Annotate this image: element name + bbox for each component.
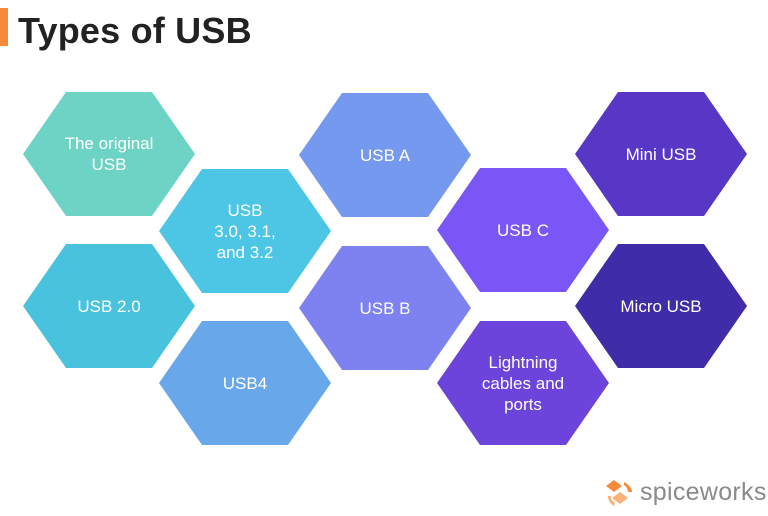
hexagon-label: USB A [359, 145, 411, 165]
hexagon-label: USB B [359, 298, 411, 318]
spiceworks-logo-icon [606, 480, 632, 506]
spiceworks-logo-text: spiceworks [640, 477, 767, 506]
hexagon-usb-2-0: USB 2.0 [23, 244, 195, 368]
hexagon-mini-usb: Mini USB [575, 92, 747, 216]
spiceworks-logo: spiceworks [602, 474, 767, 510]
hexagon-label: USB 3.0, 3.1, and 3.2 [214, 200, 276, 262]
page-title: Types of USB [18, 10, 252, 51]
hexagon-usb-3: USB 3.0, 3.1, and 3.2 [159, 169, 331, 293]
hexagon-usb4: USB4 [159, 321, 331, 445]
hexagon-usb-b: USB B [299, 246, 471, 370]
hexagon-label: Lightning cables and ports [481, 352, 565, 414]
hexagon-lightning: Lightning cables and ports [437, 321, 609, 445]
hexagon-label: USB 2.0 [77, 296, 141, 316]
hexagon-label: Micro USB [620, 296, 702, 316]
hexagon-label: The original USB [64, 134, 154, 174]
hexagon-label: USB4 [222, 373, 268, 393]
title-accent-bar [0, 8, 8, 46]
hexagon-the-original-usb: The original USB [23, 92, 195, 216]
hexagon-usb-c: USB C [437, 168, 609, 292]
hexagon-label: USB C [497, 220, 549, 240]
hexagon-micro-usb: Micro USB [575, 244, 747, 368]
hexagon-usb-a: USB A [299, 93, 471, 217]
hexagon-label: Mini USB [625, 144, 697, 164]
